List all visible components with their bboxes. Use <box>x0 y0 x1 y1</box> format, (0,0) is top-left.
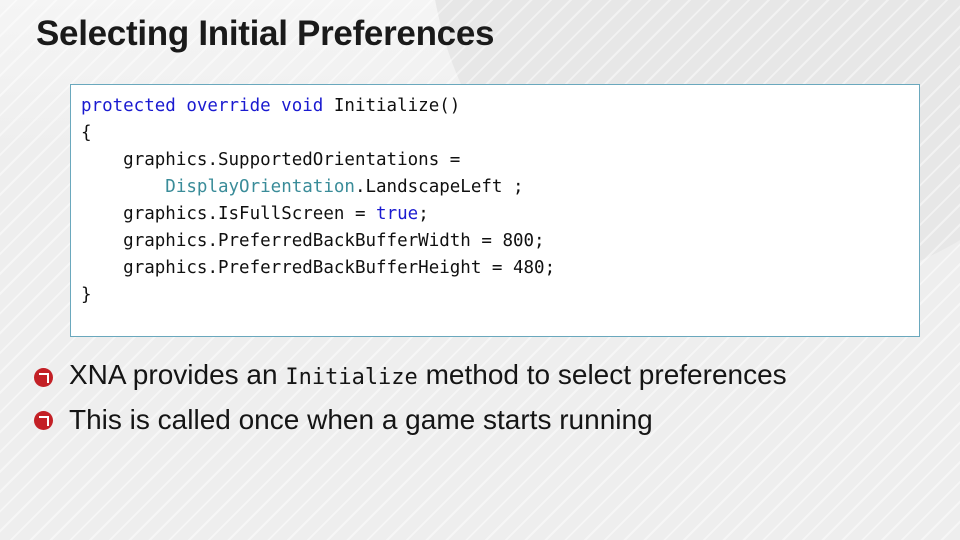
page-title: Selecting Initial Preferences <box>36 14 495 53</box>
code-token-plain: .LandscapeLeft ; <box>354 177 524 197</box>
code-token-plain: { <box>81 123 92 143</box>
list-item: XNA provides an Initialize method to sel… <box>34 355 934 398</box>
code-token-plain: } <box>81 285 92 305</box>
code-line: } <box>81 282 555 309</box>
code-indent <box>81 150 123 170</box>
bullet-list: XNA provides an Initialize method to sel… <box>34 355 934 441</box>
inline-text: XNA provides an <box>69 359 286 390</box>
code-indent <box>81 258 123 278</box>
code-token-type: DisplayOrientation <box>165 177 355 197</box>
inline-text: This is called once when a game starts r… <box>69 403 653 435</box>
code-indent <box>81 204 123 224</box>
code-token-plain: graphics.SupportedOrientations = <box>123 150 461 170</box>
code-token-plain: graphics.PreferredBackBufferHeight = 480… <box>123 258 556 278</box>
inline-text: method to select preferences <box>417 359 787 390</box>
code-token-literal: true <box>376 204 419 224</box>
code-line: DisplayOrientation.LandscapeLeft ; <box>81 174 555 201</box>
code-line: graphics.IsFullScreen = true; <box>81 201 555 228</box>
code-indent <box>81 231 123 251</box>
code-block-container: protected override void Initialize() { gr… <box>70 84 920 337</box>
list-item-label: XNA provides an Initialize method to sel… <box>69 358 787 395</box>
code-token-plain: ; <box>418 204 429 224</box>
code-line: graphics.PreferredBackBufferWidth = 800; <box>81 228 555 255</box>
list-item: This is called once when a game starts r… <box>34 398 934 441</box>
red-circle-arrow-bullet-icon <box>34 368 53 387</box>
code-token-plain: graphics.IsFullScreen = <box>123 204 377 224</box>
list-item-label: This is called once when a game starts r… <box>69 403 653 437</box>
code-line: graphics.SupportedOrientations = <box>81 147 555 174</box>
code-token-plain: Initialize() <box>333 96 461 116</box>
inline-code: Initialize <box>285 365 418 390</box>
code-line: protected override void Initialize() <box>81 93 555 120</box>
code-line: { <box>81 120 555 147</box>
red-circle-arrow-bullet-icon <box>34 411 53 430</box>
code-token-plain: graphics.PreferredBackBufferWidth = 800; <box>123 231 545 251</box>
code-line: graphics.PreferredBackBufferHeight = 480… <box>81 255 555 282</box>
code-block-text: protected override void Initialize() { gr… <box>81 93 555 309</box>
code-token-keyword: protected override void <box>81 96 334 116</box>
code-indent <box>81 177 165 197</box>
